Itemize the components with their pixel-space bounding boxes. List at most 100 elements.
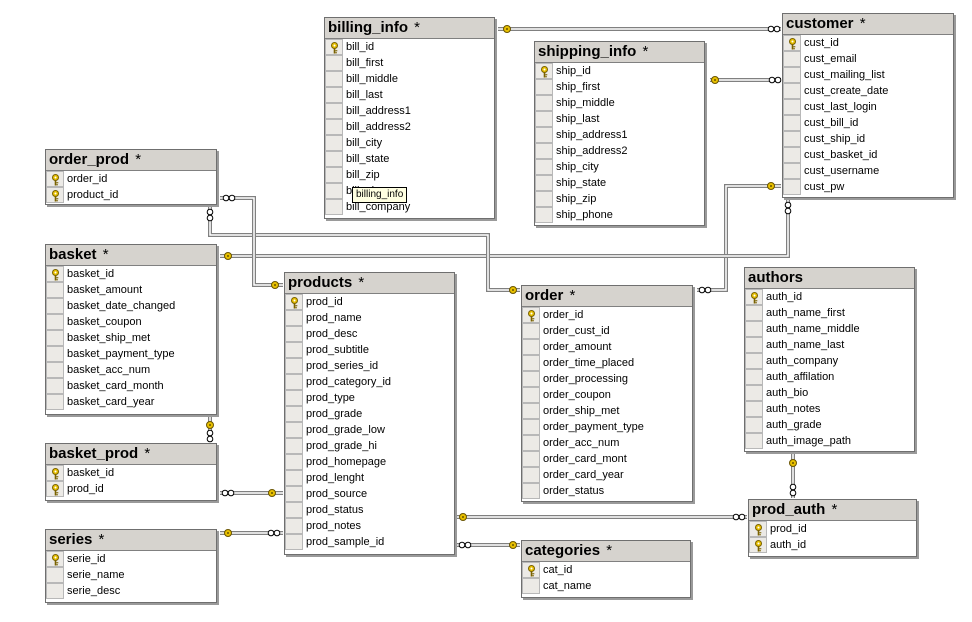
column-row[interactable]: prod_id [285, 294, 454, 310]
column-row[interactable]: basket_id [46, 266, 216, 282]
row-selector[interactable] [745, 321, 763, 337]
row-selector[interactable] [285, 486, 303, 502]
row-selector[interactable] [535, 175, 553, 191]
column-row[interactable]: ship_middle [535, 95, 704, 111]
row-selector[interactable] [783, 131, 801, 147]
row-selector[interactable] [783, 115, 801, 131]
column-row[interactable]: serie_name [46, 567, 216, 583]
row-selector[interactable] [46, 567, 64, 583]
column-row[interactable]: bill_zip [325, 167, 494, 183]
row-selector[interactable] [745, 417, 763, 433]
table-title[interactable]: shipping_info * [535, 42, 704, 63]
row-selector[interactable] [325, 39, 343, 55]
row-selector[interactable] [285, 406, 303, 422]
rel-products-categories[interactable] [457, 541, 520, 549]
column-row[interactable]: prod_name [285, 310, 454, 326]
column-row[interactable]: ship_phone [535, 207, 704, 223]
column-row[interactable]: order_id [522, 307, 692, 323]
row-selector[interactable] [535, 63, 553, 79]
row-selector[interactable] [522, 339, 540, 355]
column-row[interactable]: cust_basket_id [783, 147, 953, 163]
rel-basket-customer[interactable] [220, 199, 792, 260]
column-row[interactable]: prod_homepage [285, 454, 454, 470]
row-selector[interactable] [285, 422, 303, 438]
column-row[interactable]: auth_affilation [745, 369, 914, 385]
column-row[interactable]: prod_category_id [285, 374, 454, 390]
row-selector[interactable] [783, 163, 801, 179]
row-selector[interactable] [325, 135, 343, 151]
row-selector[interactable] [783, 35, 801, 51]
row-selector[interactable] [285, 390, 303, 406]
column-row[interactable]: cust_username [783, 163, 953, 179]
row-selector[interactable] [783, 67, 801, 83]
rel-order-customer[interactable] [697, 182, 781, 294]
rel-orderprod-products[interactable] [220, 194, 283, 289]
column-row[interactable]: basket_amount [46, 282, 216, 298]
row-selector[interactable] [522, 403, 540, 419]
row-selector[interactable] [535, 191, 553, 207]
column-row[interactable]: auth_company [745, 353, 914, 369]
rel-series-products[interactable] [220, 529, 283, 537]
row-selector[interactable] [745, 369, 763, 385]
row-selector[interactable] [783, 83, 801, 99]
row-selector[interactable] [325, 71, 343, 87]
column-row[interactable]: auth_name_first [745, 305, 914, 321]
row-selector[interactable] [46, 481, 64, 497]
column-row[interactable]: order_cust_id [522, 323, 692, 339]
column-row[interactable]: auth_id [749, 537, 916, 553]
column-row[interactable]: basket_card_month [46, 378, 216, 394]
column-row[interactable]: bill_phone [325, 183, 494, 199]
row-selector[interactable] [535, 79, 553, 95]
table-title[interactable]: order * [522, 286, 692, 307]
column-row[interactable]: order_time_placed [522, 355, 692, 371]
row-selector[interactable] [745, 337, 763, 353]
rel-basket-basketprod[interactable] [206, 417, 214, 443]
column-row[interactable]: basket_ship_met [46, 330, 216, 346]
row-selector[interactable] [522, 467, 540, 483]
row-selector[interactable] [783, 99, 801, 115]
table-title[interactable]: products * [285, 273, 454, 294]
row-selector[interactable] [522, 323, 540, 339]
column-row[interactable]: order_processing [522, 371, 692, 387]
column-row[interactable]: auth_name_last [745, 337, 914, 353]
column-row[interactable]: bill_company [325, 199, 494, 215]
row-selector[interactable] [46, 298, 64, 314]
column-row[interactable]: basket_id [46, 465, 216, 481]
table-title[interactable]: order_prod * [46, 150, 216, 171]
row-selector[interactable] [783, 147, 801, 163]
column-row[interactable]: ship_state [535, 175, 704, 191]
row-selector[interactable] [46, 346, 64, 362]
column-row[interactable]: order_status [522, 483, 692, 499]
column-row[interactable]: cust_id [783, 35, 953, 51]
column-row[interactable]: prod_grade_hi [285, 438, 454, 454]
column-row[interactable]: order_coupon [522, 387, 692, 403]
row-selector[interactable] [46, 282, 64, 298]
rel-authors-prodauth[interactable] [789, 454, 797, 498]
column-row[interactable]: bill_address1 [325, 103, 494, 119]
row-selector[interactable] [285, 438, 303, 454]
row-selector[interactable] [285, 502, 303, 518]
row-selector[interactable] [749, 537, 767, 553]
column-row[interactable]: bill_last [325, 87, 494, 103]
column-row[interactable]: auth_bio [745, 385, 914, 401]
row-selector[interactable] [325, 199, 343, 215]
row-selector[interactable] [745, 353, 763, 369]
row-selector[interactable] [745, 289, 763, 305]
column-row[interactable]: prod_subtitle [285, 342, 454, 358]
row-selector[interactable] [745, 385, 763, 401]
row-selector[interactable] [745, 305, 763, 321]
column-row[interactable]: order_card_mont [522, 451, 692, 467]
row-selector[interactable] [749, 521, 767, 537]
row-selector[interactable] [46, 314, 64, 330]
column-row[interactable]: cust_pw [783, 179, 953, 195]
column-row[interactable]: order_payment_type [522, 419, 692, 435]
row-selector[interactable] [325, 167, 343, 183]
row-selector[interactable] [522, 562, 540, 578]
column-row[interactable]: bill_id [325, 39, 494, 55]
row-selector[interactable] [325, 55, 343, 71]
row-selector[interactable] [46, 583, 64, 599]
column-row[interactable]: prod_source [285, 486, 454, 502]
